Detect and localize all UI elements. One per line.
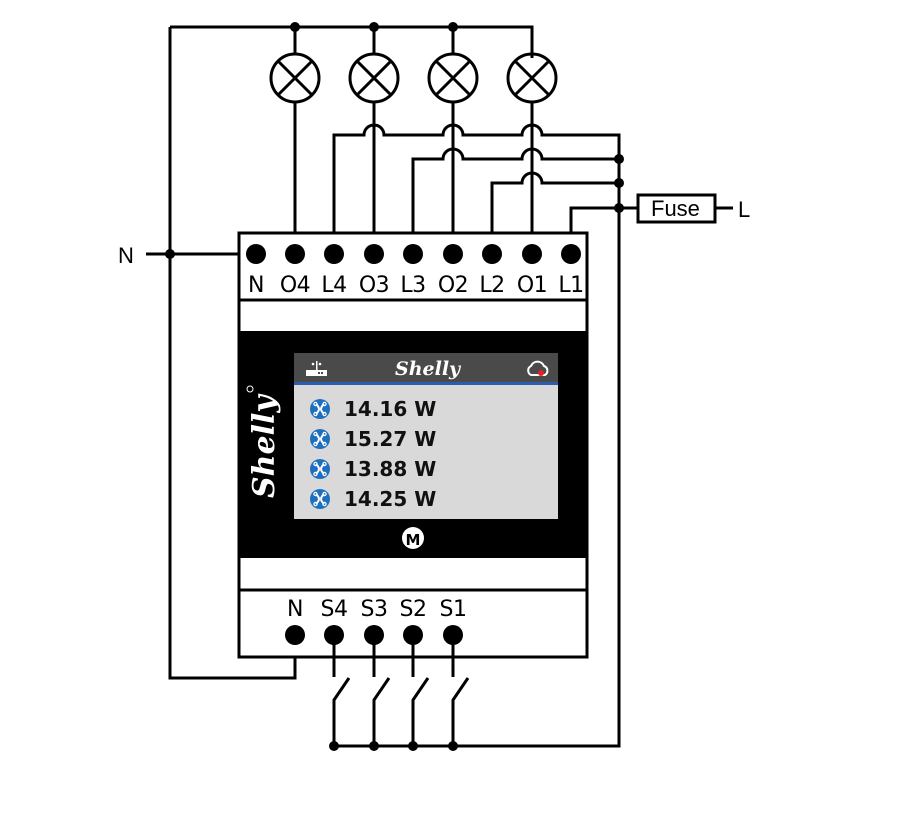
terminal-L3 [403,244,423,264]
cloud-icon [527,360,549,376]
switch-3-icon [372,677,391,746]
terminal-label: O3 [359,273,389,298]
device: Shelly Shelly [237,231,589,659]
terminal-label: S2 [400,597,427,622]
reading-row-3: 13.88 W [310,457,436,481]
switch-1-icon [451,677,470,746]
terminal-S2 [403,625,423,645]
terminal-label: S1 [440,597,467,622]
terminal-O2 [443,244,463,264]
bottom-terminals: N S4 S3 S2 S1 [285,597,467,677]
neutral-label: N [118,243,134,268]
terminal-O3 [364,244,384,264]
terminal-S1 [443,625,463,645]
menu-button-label: M [406,531,421,549]
channel-icon [310,459,330,479]
terminal-label: N [287,597,303,622]
screen-logo: Shelly [395,358,462,380]
menu-button[interactable]: M [402,527,424,549]
power-reading: 15.27 W [344,427,436,451]
line-wiring [332,123,638,748]
terminal-label: O1 [517,273,547,298]
terminal-label: O2 [438,273,468,298]
lamp-1-icon [506,52,558,254]
terminal-N [246,244,266,264]
screen: Shelly 14.16 W [294,353,558,519]
terminal-label: L2 [479,273,504,298]
registered-mark [246,385,254,393]
switch-4-icon [332,677,351,746]
power-reading: 13.88 W [344,457,436,481]
switch-2-icon [411,677,430,746]
reading-row-2: 15.27 W [310,427,436,451]
cloud-status-dot [538,370,544,376]
screen-accent-bar [294,382,558,385]
lamp-4-icon [269,27,321,254]
terminal-label: L3 [400,273,425,298]
terminal-S3 [364,625,384,645]
terminal-L2 [482,244,502,264]
terminal-O4 [285,244,305,264]
terminal-N-bottom [285,625,305,645]
power-reading: 14.16 W [344,397,436,421]
top-terminals: N O4 L4 O3 L3 O2 L2 O1 L1 [246,244,584,298]
channel-icon [310,429,330,449]
terminal-label: O4 [280,273,310,298]
terminal-label: S3 [361,597,388,622]
switches [329,677,470,751]
terminal-label: L1 [558,273,583,298]
terminal-L4 [324,244,344,264]
channel-icon [310,489,330,509]
terminal-S4 [324,625,344,645]
reading-row-1: 14.16 W [310,397,436,421]
line-label: L [738,197,750,222]
side-logo: Shelly [247,393,282,498]
reading-row-4: 14.25 W [310,487,436,511]
fuse-label: Fuse [651,196,700,221]
router-icon [306,361,327,376]
terminal-label: N [248,273,264,298]
terminal-O1 [522,244,542,264]
channel-icon [310,399,330,419]
fuse: Fuse [636,193,733,224]
terminal-L1 [561,244,581,264]
lamp-3-icon [348,27,400,254]
power-reading: 14.25 W [344,487,436,511]
lamp-2-icon [427,27,479,254]
terminal-label: S4 [321,597,348,622]
lamps [269,27,558,254]
terminal-label: L4 [321,273,346,298]
